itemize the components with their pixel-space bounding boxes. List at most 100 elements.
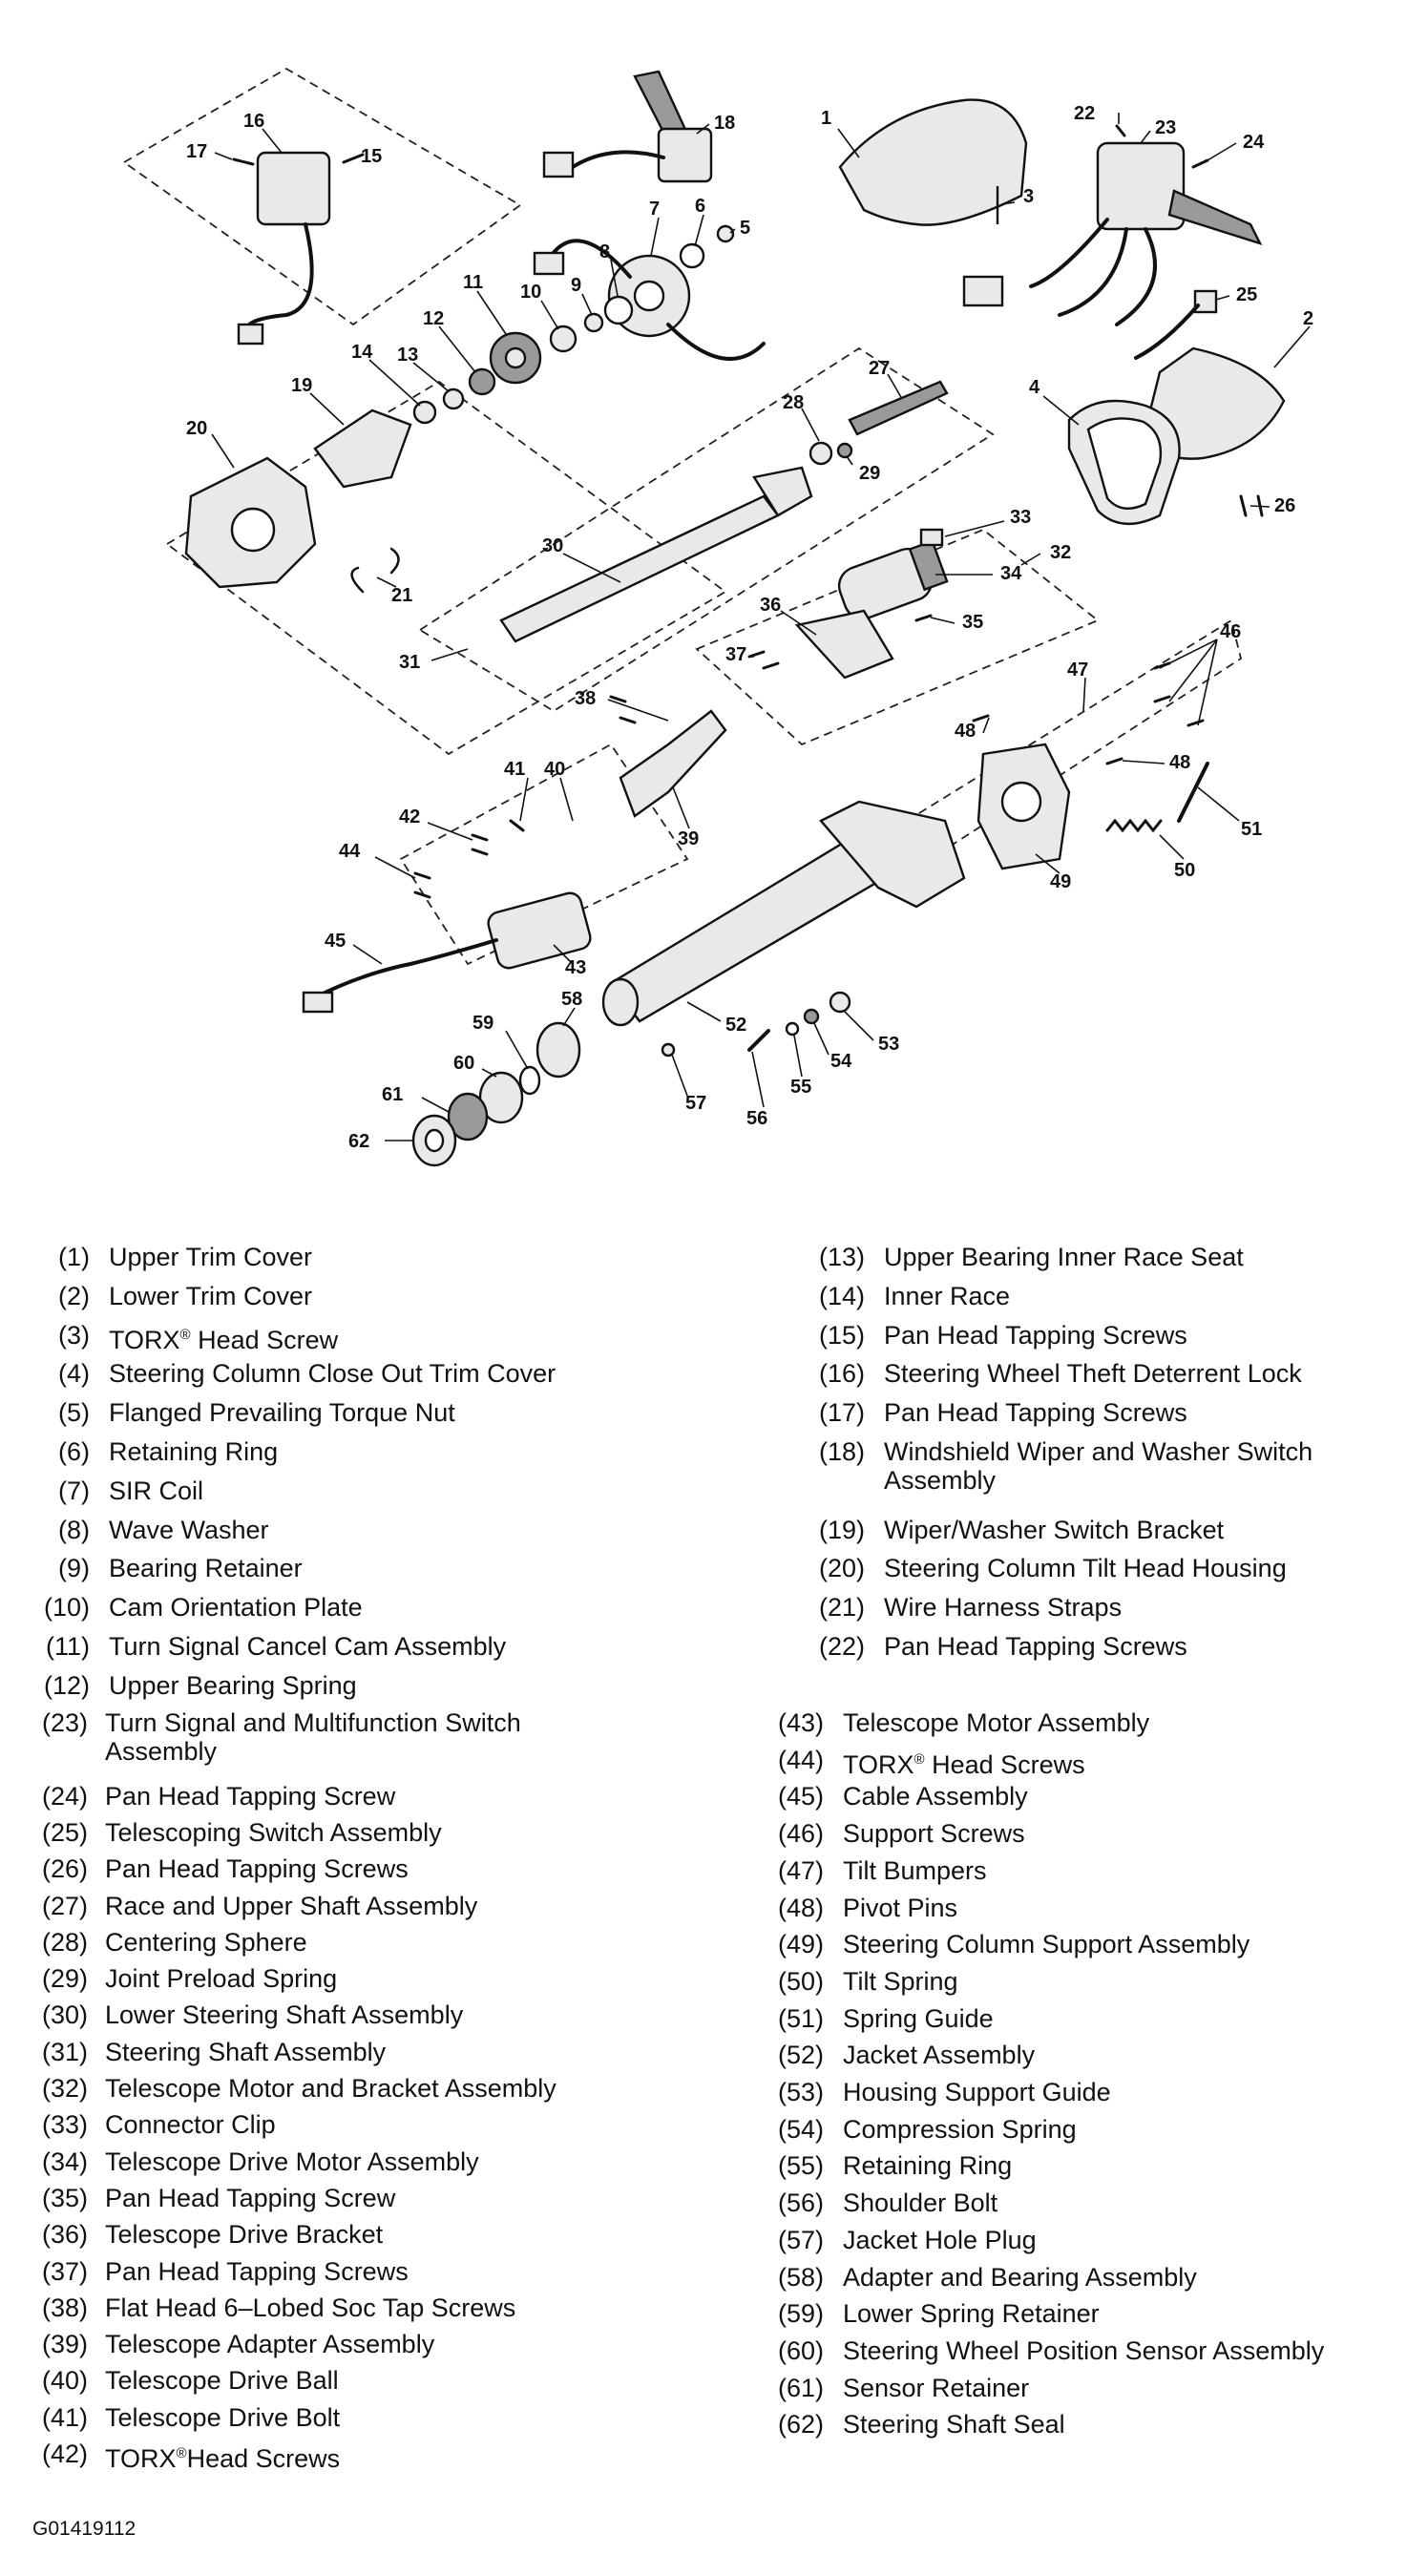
legend-part-name-text: TORX <box>843 1749 914 1779</box>
legend-part-name: TORX® Head Screw <box>109 1321 338 1354</box>
legend-part-name: Telescope Drive Motor Assembly <box>105 2147 479 2176</box>
callout-32: 32 <box>1050 542 1071 563</box>
group-outline-drive <box>399 743 689 966</box>
legend-number: (56) <box>777 2189 824 2218</box>
wiper-switch-body-shape <box>657 127 713 183</box>
housing-bore-shape <box>230 507 276 553</box>
legend-part-name-rest: Head Screws <box>186 2444 341 2473</box>
callout-54: 54 <box>830 1051 852 1072</box>
housing-support-guide-shape <box>829 991 851 1014</box>
callout-55: 55 <box>790 1077 811 1098</box>
legend-number: (45) <box>777 1782 824 1812</box>
sir-coil-center-shape <box>633 280 665 312</box>
legend-number: (60) <box>777 2335 824 2365</box>
legend-number: (23) <box>41 1708 88 1737</box>
legend-item: (13) Upper Bearing Inner Race Seat <box>788 1243 1244 1271</box>
legend-part-name-text: Flat Head 6–Lobed Soc Tap Screws <box>105 2293 516 2322</box>
callout-7: 7 <box>649 199 660 220</box>
legend-part-name: Lower Steering Shaft Assembly <box>105 2000 463 2029</box>
legend-part-name: Flat Head 6–Lobed Soc Tap Screws <box>105 2293 515 2322</box>
legend-number: (21) <box>818 1593 865 1623</box>
callout-13: 13 <box>397 345 418 366</box>
retaining-ring-2-shape <box>785 1021 800 1037</box>
legend-part-name-text: Flanged Prevailing Torque Nut <box>109 1398 455 1428</box>
legend-number: (53) <box>777 2078 824 2106</box>
screw-group <box>232 124 1264 899</box>
legend-part-name-text: Inner Race <box>884 1281 1011 1310</box>
legend-item: (10)Cam Orientation Plate <box>13 1593 363 1622</box>
legend-part-name-text: Telescope Motor Assembly <box>843 1708 1150 1737</box>
legend-item: (22)Pan Head Tapping Screws <box>788 1632 1187 1661</box>
callout-33: 33 <box>1010 507 1031 528</box>
legend-item: (35)Pan Head Tapping Screw <box>11 2184 395 2212</box>
legend-part-name-text: Turn Signal Cancel Cam Assembly <box>109 1632 507 1661</box>
legend-number: (6) <box>58 1437 90 1466</box>
legend-number: (49) <box>777 1930 824 1959</box>
legend-part-name: Spring Guide <box>843 2004 994 2033</box>
legend-item: (29)Joint Preload Spring <box>11 1964 337 1993</box>
legend-item: (16)Steering Wheel Theft Deterrent Lock <box>788 1359 1302 1388</box>
legend-part-name-text: Steering Column Close Out Trim Cover <box>109 1359 556 1389</box>
legend-part-name-text: Connector Clip <box>105 2110 276 2140</box>
legend-item: (47)Tilt Bumpers <box>747 1856 987 1885</box>
legend-number: (62) <box>777 2410 824 2440</box>
legend-number: (54) <box>777 2114 824 2144</box>
callout-14: 14 <box>351 342 373 363</box>
legend-item: (52)Jacket Assembly <box>747 2041 1035 2069</box>
lower-spring-retainer-shape <box>518 1065 541 1096</box>
callout-23: 23 <box>1155 117 1176 138</box>
callout-19: 19 <box>291 375 312 396</box>
legend-number: (51) <box>777 2003 824 2033</box>
legend-number: (18) <box>818 1437 865 1466</box>
legend-item: (62) Steering Shaft Seal <box>747 2410 1065 2439</box>
legend-item: (25)Telescoping Switch Assembly <box>11 1818 442 1847</box>
callout-57: 57 <box>685 1093 706 1114</box>
close-out-trim-inner-shape <box>1086 417 1163 510</box>
legend-number: (17) <box>818 1398 865 1428</box>
legend-part-name: Steering Shaft Seal <box>843 2410 1065 2439</box>
legend-part-name: Upper Bearing Inner Race Seat <box>884 1243 1244 1271</box>
callout-29: 29 <box>859 463 880 484</box>
callout-9: 9 <box>571 275 581 296</box>
legend-item: (15)Pan Head Tapping Screws <box>788 1321 1187 1350</box>
retaining-ring-shape <box>679 242 705 269</box>
legend-part-name-text: Lower Spring Retainer <box>843 2299 1100 2329</box>
legend-part-name-text: Telescope Motor and Bracket Assembly <box>105 2074 556 2103</box>
callout-18: 18 <box>714 113 735 134</box>
legend-part-name-text: Wave Washer <box>109 1515 269 1544</box>
legend-part-name-text: Housing Support Guide <box>843 2078 1111 2106</box>
legend-part-name: Cam Orientation Plate <box>109 1593 363 1622</box>
legend-item: (14)Inner Race <box>788 1282 1010 1310</box>
legend-item: (43)Telescope Motor Assembly <box>747 1708 1149 1737</box>
legend-number: (16) <box>818 1359 865 1389</box>
legend-part-name-text: Spring Guide <box>843 2003 994 2033</box>
legend-item: (56)Shoulder Bolt <box>747 2189 998 2217</box>
tilt-spring-shape <box>1105 818 1163 833</box>
registered-mark: ® <box>914 1750 925 1768</box>
legend-item: (39)Telescope Adapter Assembly <box>11 2330 434 2358</box>
callout-45: 45 <box>325 931 346 952</box>
callout-22: 22 <box>1074 103 1095 124</box>
legend-part-name-text: Telescoping Switch Assembly <box>105 1817 442 1847</box>
wiper-bracket-shape <box>313 408 412 489</box>
legend-part-name: Pan Head Tapping Screws <box>884 1398 1187 1427</box>
legend-part-name-text: Lower Steering Shaft Assembly <box>105 2000 464 2030</box>
legend-number: (13) <box>818 1243 865 1271</box>
theft-lock-wire-shape <box>244 222 314 336</box>
legend-number: (5) <box>58 1398 90 1428</box>
legend-part-name: Joint Preload Spring <box>105 1964 337 1993</box>
callout-21: 21 <box>391 585 412 606</box>
legend-part-name: Telescope Motor and Bracket Assembly <box>105 2074 556 2103</box>
legend-item: (33)Connector Clip <box>11 2110 276 2139</box>
callout-58: 58 <box>561 989 582 1010</box>
legend-number: (61) <box>777 2373 824 2402</box>
legend-number: (44) <box>777 1745 824 1774</box>
legend-item: (36)Telescope Drive Bracket <box>11 2220 383 2249</box>
legend-number: (32) <box>41 2074 88 2103</box>
legend-part-name: Flanged Prevailing Torque Nut <box>109 1398 455 1427</box>
legend-part-name-text: Telescope Adapter Assembly <box>105 2330 435 2359</box>
legend-number: (30) <box>41 2000 88 2030</box>
legend-part-name-text: Pan Head Tapping Screws <box>884 1398 1187 1428</box>
legend-item: (54)Compression Spring <box>747 2115 1077 2144</box>
